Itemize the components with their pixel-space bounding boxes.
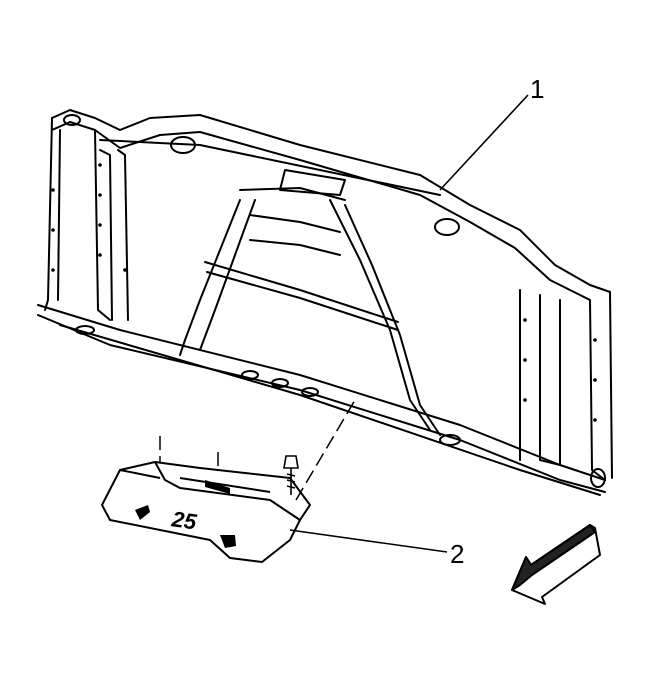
rear-frame-assembly <box>37 109 613 496</box>
callout-1-leader <box>439 94 529 191</box>
frame-rivet-dots <box>51 163 597 422</box>
callout-1-label: 1 <box>530 74 544 104</box>
front-direction-arrow-icon <box>511 524 601 605</box>
alignment-lines <box>159 399 356 501</box>
skid-plate <box>101 461 311 563</box>
callout-2-label: 2 <box>450 539 464 569</box>
callout-2-leader <box>289 529 448 553</box>
skid-plate-ribs <box>135 480 236 548</box>
bolt-icon <box>283 455 299 495</box>
skid-plate-stamp: 25 <box>169 506 198 534</box>
